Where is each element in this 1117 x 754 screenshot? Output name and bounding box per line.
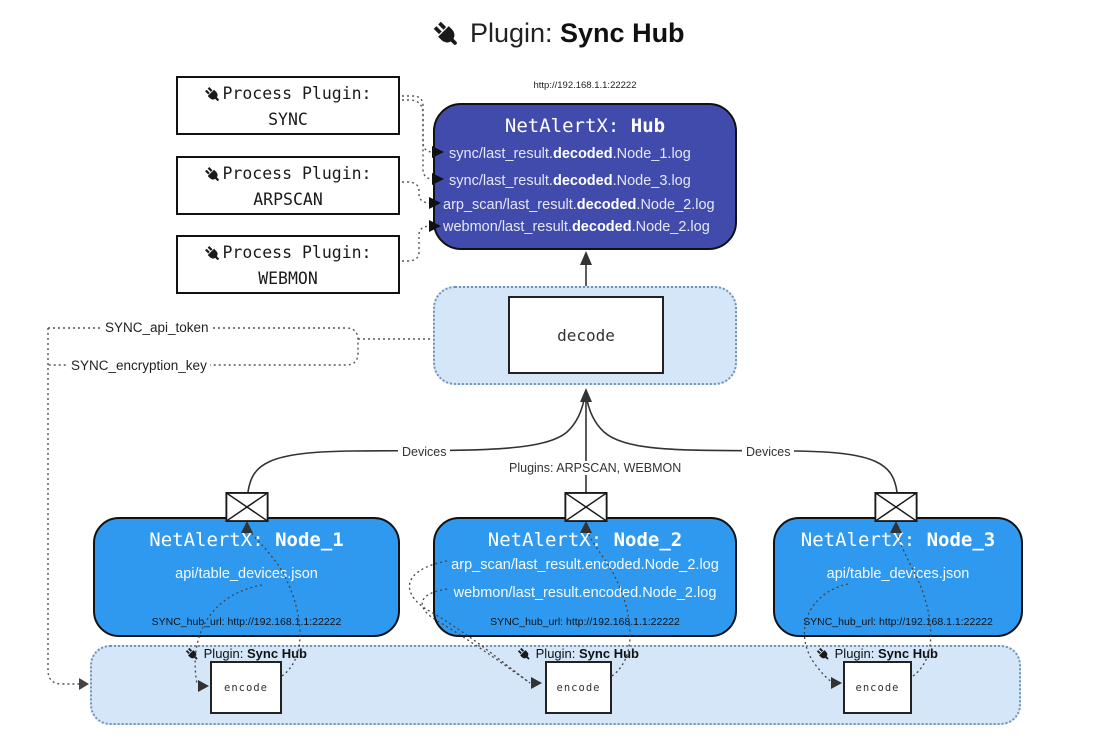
- hub-title-name: Hub: [630, 115, 666, 137]
- edge-env1-devices: [247, 394, 586, 493]
- node-file-line: webmon/last_result.encoded.Node_2.log: [453, 585, 717, 601]
- devices-label-left: Devices: [398, 445, 451, 459]
- node-file-line: arp_scan/last_result.encoded.Node_2.log: [451, 557, 719, 573]
- node-title: NetAlertX: Node_1: [149, 529, 344, 551]
- node-hub-url: SYNC_hub_url: http://192.168.1.1:22222: [151, 616, 342, 628]
- edge-sync-to-hub-2: [397, 99, 438, 180]
- band-plugin-label-3: Plugin: Sync Hub: [807, 646, 947, 662]
- devices-label-right: Devices: [742, 445, 795, 459]
- hub-title-prefix: NetAlertX:: [504, 115, 620, 137]
- edge-env3-devices: [585, 394, 898, 493]
- page-title-label: Plugin:: [469, 18, 553, 48]
- decode-box: decode: [508, 296, 664, 374]
- plug-icon: [205, 245, 220, 260]
- process-plugin-name: WEBMON: [258, 268, 318, 288]
- plug-icon: [816, 647, 829, 660]
- hub-file-line: webmon/last_result.decoded.Node_2.log: [443, 219, 710, 235]
- plug-icon: [434, 21, 458, 45]
- process-plugin-label: Process Plugin:: [222, 243, 372, 262]
- hub-file-line: arp_scan/last_result.decoded.Node_2.log: [443, 197, 715, 213]
- process-plugin-label: Process Plugin:: [222, 164, 372, 183]
- edge-keys-to-band: [47, 328, 79, 685]
- hub-url: http://192.168.1.1:22222: [533, 80, 637, 91]
- process-plugin-webmon: Process Plugin: WEBMON: [176, 235, 400, 294]
- node-file-line: api/table_devices.json: [826, 566, 970, 582]
- process-plugin-label: Process Plugin:: [222, 84, 372, 103]
- process-plugin-arpscan: Process Plugin: ARPSCAN: [176, 156, 400, 215]
- node-hub-url: SYNC_hub_url: http://192.168.1.1:22222: [803, 616, 993, 628]
- encode-box-1: encode: [210, 661, 282, 714]
- node-3-box: NetAlertX: Node_3 api/table_devices.json…: [773, 517, 1023, 637]
- encode-box-2: encode: [545, 661, 612, 714]
- node-2-box: NetAlertX: Node_2 arp_scan/last_result.e…: [433, 517, 737, 637]
- plug-icon: [205, 166, 220, 181]
- hub-title: NetAlertX: Hub: [435, 115, 735, 137]
- node-file-line: api/table_devices.json: [175, 566, 318, 582]
- arrowhead: [580, 388, 592, 402]
- plug-icon: [185, 647, 198, 660]
- node-title: NetAlertX: Node_3: [800, 529, 996, 551]
- plugins-label-middle: Plugins: ARPSCAN, WEBMON: [505, 461, 686, 475]
- plug-icon: [517, 647, 530, 660]
- node-1-box: NetAlertX: Node_1 api/table_devices.json…: [93, 517, 400, 637]
- page-title: Plugin: Sync Hub: [0, 18, 1117, 50]
- node-title: NetAlertX: Node_2: [487, 529, 683, 551]
- envelope-icon: [225, 492, 269, 522]
- sync-api-token-label: SYNC_api_token: [102, 320, 212, 335]
- envelope-icon: [564, 492, 608, 522]
- edge-webmon-to-hub: [397, 225, 435, 262]
- node-hub-url: SYNC_hub_url: http://192.168.1.1:22222: [490, 616, 680, 628]
- arrowhead: [580, 251, 592, 265]
- arrowhead: [79, 678, 89, 690]
- process-plugin-sync: Process Plugin: SYNC: [176, 76, 400, 135]
- process-plugin-name: ARPSCAN: [253, 189, 323, 209]
- band-plugin-label-2: Plugin: Sync Hub: [508, 646, 648, 662]
- process-plugin-name: SYNC: [268, 109, 308, 129]
- sync-encryption-key-label: SYNC_encryption_key: [68, 358, 210, 373]
- edge-sync-to-hub-1: [397, 95, 438, 153]
- hub-file-line: sync/last_result.decoded.Node_3.log: [449, 173, 691, 189]
- envelope-icon: [874, 492, 918, 522]
- hub-box: NetAlertX: Hub sync/last_result.decoded.…: [433, 103, 737, 250]
- hub-file-line: sync/last_result.decoded.Node_1.log: [449, 146, 691, 162]
- edge-arpscan-to-hub: [397, 181, 435, 204]
- page-title-name: Sync Hub: [560, 18, 685, 48]
- plug-icon: [205, 86, 220, 101]
- band-plugin-label-1: Plugin: Sync Hub: [176, 646, 316, 662]
- encode-box-3: encode: [843, 661, 912, 714]
